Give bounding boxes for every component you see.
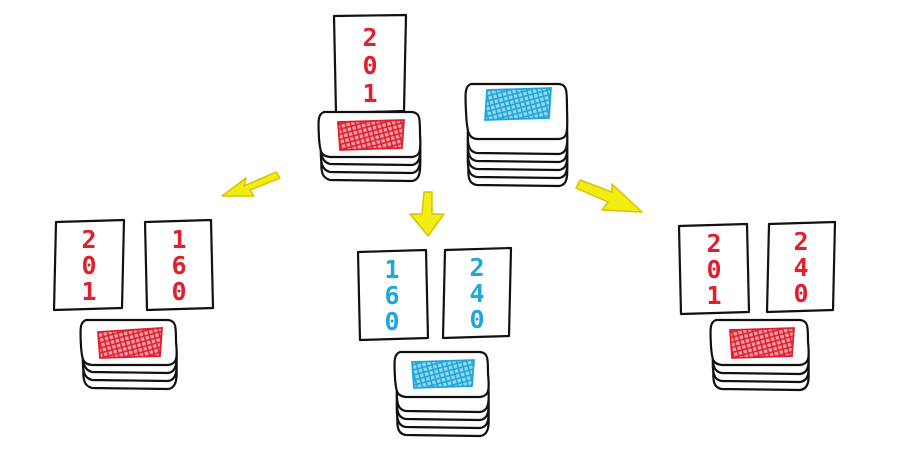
right-card-2-digit-3: 0	[793, 279, 808, 308]
left-card-2: 1 6 0	[143, 218, 215, 312]
center-deck-pattern-icon	[411, 359, 475, 389]
arrow-center-icon	[409, 191, 445, 237]
right-deck	[709, 318, 810, 392]
center-card-2: 2 4 0	[441, 246, 513, 340]
right-card-1-digit-3: 1	[706, 281, 721, 310]
center-card-1-digit-1: 1	[384, 255, 399, 284]
left-card-1-digit-3: 1	[81, 277, 96, 306]
top-red-deck-pattern-icon	[337, 119, 405, 151]
left-card-1: 2 0 1	[52, 218, 126, 312]
right-deck-pattern-icon	[729, 327, 795, 359]
center-card-1-digit-3: 0	[384, 307, 399, 336]
right-card-1: 2 0 1	[677, 222, 751, 316]
center-card-2-digit-3: 0	[469, 305, 484, 334]
left-card-2-digit-2: 6	[171, 251, 186, 280]
top-blue-deck-pattern-icon	[484, 87, 552, 121]
right-card-1-digit-1: 2	[706, 229, 721, 258]
arrow-right-icon	[575, 179, 643, 213]
arrow-left-icon	[221, 171, 281, 197]
right-card-1-digit-2: 0	[706, 255, 721, 284]
left-card-1-digit-1: 2	[81, 225, 96, 254]
top-card-digit-2: 0	[362, 51, 377, 80]
left-deck-pattern-icon	[97, 327, 163, 359]
top-card-digit-1: 2	[362, 23, 377, 52]
right-card-2-digit-1: 2	[793, 227, 808, 256]
right-card-2-digit-2: 4	[793, 253, 808, 282]
left-card-2-digit-3: 0	[171, 277, 186, 306]
top-card: 2 0 1	[332, 13, 408, 115]
top-card-digit-3: 1	[362, 79, 377, 108]
top-blue-deck	[464, 82, 569, 188]
center-card-1-digit-2: 6	[384, 281, 399, 310]
left-card-2-digit-1: 1	[171, 225, 186, 254]
center-card-2-digit-2: 4	[469, 279, 484, 308]
center-deck	[393, 350, 490, 438]
center-card-1: 1 6 0	[356, 248, 430, 342]
left-card-1-digit-2: 0	[81, 251, 96, 280]
top-red-deck	[317, 110, 422, 183]
left-deck	[79, 318, 178, 391]
center-card-2-digit-1: 2	[469, 253, 484, 282]
right-card-2: 2 4 0	[765, 220, 837, 314]
